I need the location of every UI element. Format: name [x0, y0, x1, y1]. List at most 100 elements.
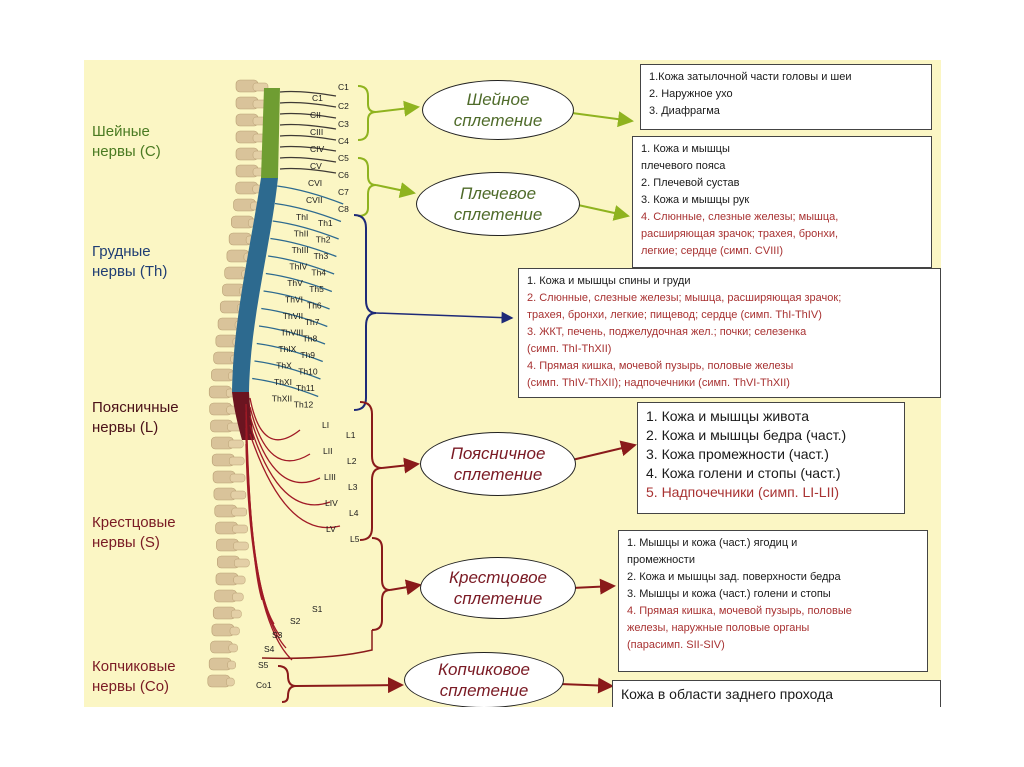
nerve-label: ThII [294, 229, 309, 239]
nerve-label: CV [310, 161, 322, 171]
brachial-box-arrow [577, 204, 630, 221]
thoracic-info-box: 1. Кожа и мышцы спины и груди 2. Слюнные… [518, 268, 941, 398]
cervical-nerve [279, 123, 337, 130]
vertebra-process [229, 626, 240, 636]
vertebra-process [232, 592, 244, 602]
cervical-nerve [279, 112, 337, 119]
nerve-label: L3 [348, 482, 358, 492]
nerve-label: C4 [338, 136, 349, 146]
thoracic-nerve [256, 342, 323, 363]
thoracic-nerve [252, 377, 319, 398]
nerve-label: C1 [312, 93, 323, 103]
cervical-arrow [375, 100, 420, 117]
nerve-label: ThI [296, 212, 308, 222]
lumbar-brace [359, 401, 383, 541]
nerve-label: Th9 [300, 350, 315, 360]
cervical-nerve [279, 145, 337, 152]
nerve-label: ThIX [278, 344, 296, 354]
vertebra-process [228, 643, 238, 653]
cervical-nerve [279, 101, 337, 108]
nerve-label: L4 [349, 508, 359, 518]
nerve-label: Th10 [298, 367, 318, 377]
lumbar-arrow [381, 457, 420, 474]
thoracic-nerve [263, 290, 330, 310]
nerve-labels: C1C1C2CIIC3CIIIC4CIVC5CVC6CVIC7CVIIC8ThI… [256, 82, 360, 690]
nerve-label: C2 [338, 101, 349, 111]
lumbar-plexus: Поясничное сплетение [420, 432, 576, 496]
nerve-label: Th4 [311, 268, 326, 278]
nerve-label: Co1 [256, 680, 272, 690]
nerve-label: C5 [338, 153, 349, 163]
nerve-label: Th1 [318, 218, 333, 228]
spinal-nerves-diagram: C1C1C2CIIC3CIIIC4CIVC5CVC6CVIC7CVIIC8ThI… [207, 79, 637, 703]
nerve-label: CII [310, 110, 321, 120]
nerve-label: Th11 [296, 383, 315, 393]
nerve-label: Th7 [305, 317, 320, 327]
sacral-feed-line [261, 630, 373, 660]
nerve-label: C1 [338, 82, 349, 92]
sacral-nerves-label: Крестцовые нервы (S) [92, 514, 176, 551]
brachial-info-box: 1. Кожа и мышцы плечевого пояса 2. Плече… [632, 136, 932, 268]
thoracic-nerve [272, 220, 339, 240]
vertebra-process [233, 575, 246, 585]
nerve-label: ThIV [289, 262, 307, 272]
nerve-label: S4 [264, 644, 275, 654]
lumbar-box-arrow [571, 440, 637, 461]
nerve-label: S2 [290, 616, 301, 626]
sacral-info-box: 1. Мышцы и кожа (част.) ягодиц и промежн… [618, 530, 928, 672]
sacral-box-arrow [571, 578, 616, 595]
nerve-label: LI [322, 420, 329, 430]
nerve-label: ThVII [283, 311, 303, 321]
sacral-nerve [245, 443, 293, 661]
nerve-label: L2 [347, 456, 357, 466]
nerve-label: ThVI [285, 295, 303, 305]
nerve-label: CVI [308, 178, 322, 188]
cervical-plexus: Шейное сплетение [422, 80, 574, 140]
nerve-label: C6 [338, 170, 349, 180]
cervical-nerve [279, 167, 337, 174]
cervical-nerve [279, 134, 337, 141]
nerve-label: S3 [272, 630, 283, 640]
cervical-nerve [279, 156, 337, 163]
cervical-box-arrow [571, 111, 634, 128]
nerve-label: C7 [338, 187, 349, 197]
vertebra-process [227, 660, 236, 670]
vertebra-process [230, 490, 247, 500]
thoracic-arrow [375, 311, 514, 324]
thoracic-nerve [258, 325, 326, 345]
vertebra-process [231, 507, 247, 517]
brachial-brace [357, 157, 377, 217]
sacral-plexus: Крестцовое сплетение [420, 557, 576, 619]
nerve-label: ThIII [292, 245, 309, 255]
cervical-brace [357, 85, 377, 141]
thoracic-nerve [261, 307, 328, 328]
coccygeal-nerves-label: Копчиковые нервы (Co) [92, 658, 176, 695]
sacral-arrow [389, 579, 422, 596]
thoracic-brace [353, 214, 377, 411]
nerve-label: LIV [325, 498, 338, 508]
vertebra-process [226, 677, 235, 687]
vertebra-process [228, 439, 244, 449]
nerve-label: LII [323, 446, 332, 456]
nerve-label: Th5 [309, 284, 324, 294]
vertebra-process [228, 456, 245, 466]
coccygeal-brace [277, 665, 297, 703]
nerve-label: S5 [258, 660, 269, 670]
vertebral-column [207, 79, 269, 688]
vertebra-process [233, 541, 249, 551]
coccygeal-arrow [295, 677, 404, 694]
nerve-label: CIII [310, 127, 323, 137]
nerve-label: C3 [338, 119, 349, 129]
thoracic-nerve [254, 360, 321, 380]
nerve-label: Th8 [303, 334, 318, 344]
nerve-label: ThXII [272, 394, 292, 404]
nerve-label: ThXI [274, 377, 292, 387]
nerve-label: L5 [350, 534, 360, 544]
nerve-label: Th2 [316, 235, 331, 245]
nerve-label: ThVIII [281, 328, 304, 338]
nerve-label: S1 [312, 604, 323, 614]
coccygeal-plexus: Копчиковое сплетение [404, 652, 564, 707]
lumbar-info-box: 1. Кожа и мышцы живота 2. Кожа и мышцы б… [637, 402, 905, 514]
brachial-arrow [375, 182, 416, 198]
thoracic-nerves-label: Грудные нервы (Th) [92, 243, 168, 280]
